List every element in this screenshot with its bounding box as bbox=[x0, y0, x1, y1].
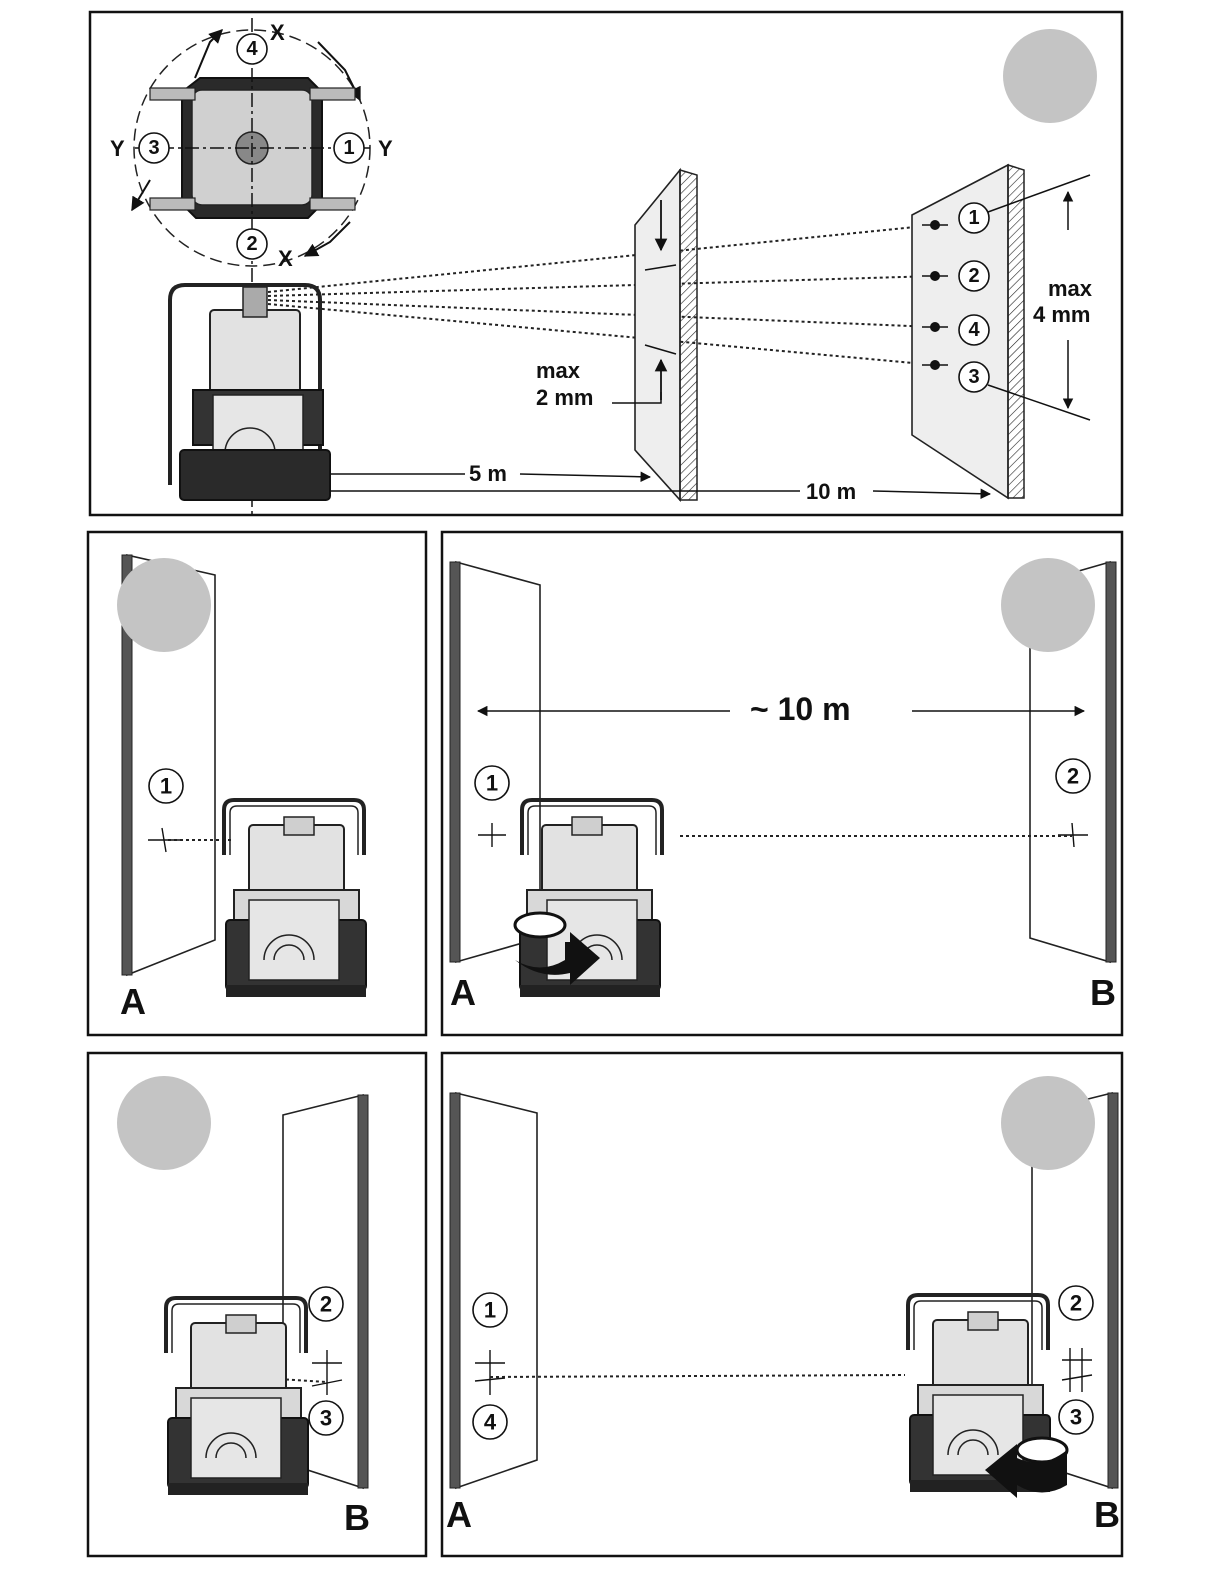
wall-b-label: B bbox=[1090, 972, 1116, 1013]
top-panel: 4 1 3 2 X X Y Y bbox=[90, 12, 1122, 515]
mark-4-label: 4 bbox=[484, 1410, 497, 1435]
wall-a-label: A bbox=[446, 1494, 472, 1535]
position-4-label: 4 bbox=[246, 38, 258, 60]
near-wall bbox=[635, 170, 697, 500]
axis-x-top-label: X bbox=[270, 20, 285, 45]
position-3-label: 3 bbox=[148, 137, 159, 159]
laser-device bbox=[166, 1298, 308, 1495]
beam-4 bbox=[268, 300, 935, 327]
beam-3 bbox=[268, 304, 935, 365]
distance-10m-label: 10 m bbox=[806, 479, 856, 504]
far-mark-3-label: 3 bbox=[968, 366, 979, 388]
panel-ab1: ~ 10 m 1 2 A B bbox=[442, 532, 1122, 1035]
near-dim-line2: 2 mm bbox=[536, 385, 593, 410]
wall-b-label: B bbox=[1094, 1494, 1120, 1535]
beam bbox=[490, 1375, 905, 1377]
far-mark-1-label: 1 bbox=[968, 207, 979, 229]
far-mark-4-label: 4 bbox=[968, 319, 980, 341]
laser-device bbox=[224, 800, 366, 997]
mark-1-label: 1 bbox=[486, 771, 498, 796]
beam-1 bbox=[268, 225, 935, 292]
laser-device bbox=[520, 800, 662, 997]
beam-2 bbox=[268, 276, 935, 296]
panel-a1: 1 A bbox=[88, 532, 426, 1035]
mark-1-label: 1 bbox=[160, 774, 172, 799]
mark-2-label: 2 bbox=[320, 1292, 332, 1317]
far-mark-2-label: 2 bbox=[968, 265, 979, 287]
mark-3-label: 3 bbox=[320, 1406, 332, 1431]
distance-5m-line-right bbox=[520, 474, 650, 477]
wall-a-label: A bbox=[120, 981, 146, 1022]
mark-2-label: 2 bbox=[1067, 764, 1079, 789]
distance-5m-label: 5 m bbox=[469, 461, 507, 486]
mark-2-label: 2 bbox=[1070, 1291, 1082, 1316]
panel-ab2: 1 4 2 3 A B bbox=[442, 1053, 1122, 1556]
far-dim-line1: max bbox=[1048, 276, 1093, 301]
position-1-label: 1 bbox=[343, 137, 354, 159]
laser-device-top-panel bbox=[170, 285, 330, 500]
near-dim-line1: max bbox=[536, 358, 581, 383]
mark-1-label: 1 bbox=[484, 1298, 496, 1323]
axis-x-bottom-label: X bbox=[278, 246, 293, 271]
figure-badge bbox=[117, 558, 211, 652]
wall-b-label: B bbox=[344, 1497, 370, 1538]
far-dim-line2: 4 mm bbox=[1033, 302, 1090, 327]
distance-10m-line-right bbox=[873, 491, 990, 494]
figure-badge bbox=[1003, 29, 1097, 123]
wall-a-label: A bbox=[450, 972, 476, 1013]
figure-badge bbox=[1001, 1076, 1095, 1170]
position-2-label: 2 bbox=[246, 233, 257, 255]
axis-y-right-label: Y bbox=[378, 136, 393, 161]
axis-y-left-label: Y bbox=[110, 136, 125, 161]
distance-label: ~ 10 m bbox=[750, 691, 851, 727]
figure-badge bbox=[117, 1076, 211, 1170]
panel-b2: 2 3 B bbox=[88, 1053, 426, 1556]
figure-badge bbox=[1001, 558, 1095, 652]
mark-3-label: 3 bbox=[1070, 1405, 1082, 1430]
